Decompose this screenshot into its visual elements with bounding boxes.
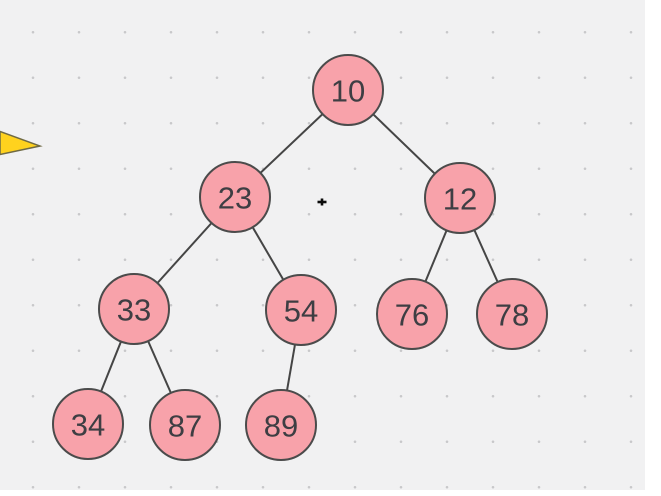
tree-node-circle[interactable]: [98, 273, 170, 345]
tree-node-label: 33: [117, 293, 151, 328]
tree-node-label: 34: [71, 408, 105, 443]
tree-node-circle[interactable]: [52, 388, 124, 460]
tree-nodes: 10 23 12 33 54 76 78 34 87 89: [52, 54, 548, 461]
tree-node-23[interactable]: 23: [199, 161, 271, 233]
pointer-arrow[interactable]: [0, 130, 43, 156]
tree-node-54[interactable]: 54: [265, 274, 337, 346]
tree-node-33[interactable]: 33: [98, 273, 170, 345]
tree-node-label: 78: [495, 298, 529, 333]
tree-node-78[interactable]: 78: [476, 278, 548, 350]
cursor-crosshair-icon: [317, 198, 327, 206]
tree-node-circle[interactable]: [149, 389, 221, 461]
tree-node-label: 23: [218, 181, 252, 216]
tree-node-12[interactable]: 12: [424, 162, 496, 234]
tree-node-label: 89: [264, 409, 298, 444]
tree-node-circle[interactable]: [424, 162, 496, 234]
tree-node-label: 54: [284, 294, 318, 329]
tree-node-circle[interactable]: [245, 389, 317, 461]
tree-node-circle[interactable]: [476, 278, 548, 350]
tree-node-76[interactable]: 76: [376, 278, 448, 350]
tree-node-34[interactable]: 34: [52, 388, 124, 460]
tree-node-circle[interactable]: [265, 274, 337, 346]
tree-node-label: 12: [443, 182, 477, 217]
tree-node-circle[interactable]: [376, 278, 448, 350]
tree-node-87[interactable]: 87: [149, 389, 221, 461]
tree-node-10[interactable]: 10: [312, 54, 384, 126]
tree-node-89[interactable]: 89: [245, 389, 317, 461]
tree-node-circle[interactable]: [199, 161, 271, 233]
tree-node-label: 10: [331, 74, 365, 109]
tree-node-circle[interactable]: [312, 54, 384, 126]
tree-edges: [87, 89, 513, 426]
tree-node-label: 76: [395, 298, 429, 333]
tree-node-label: 87: [168, 409, 202, 444]
cursor-crosshair-v: [320, 198, 324, 206]
